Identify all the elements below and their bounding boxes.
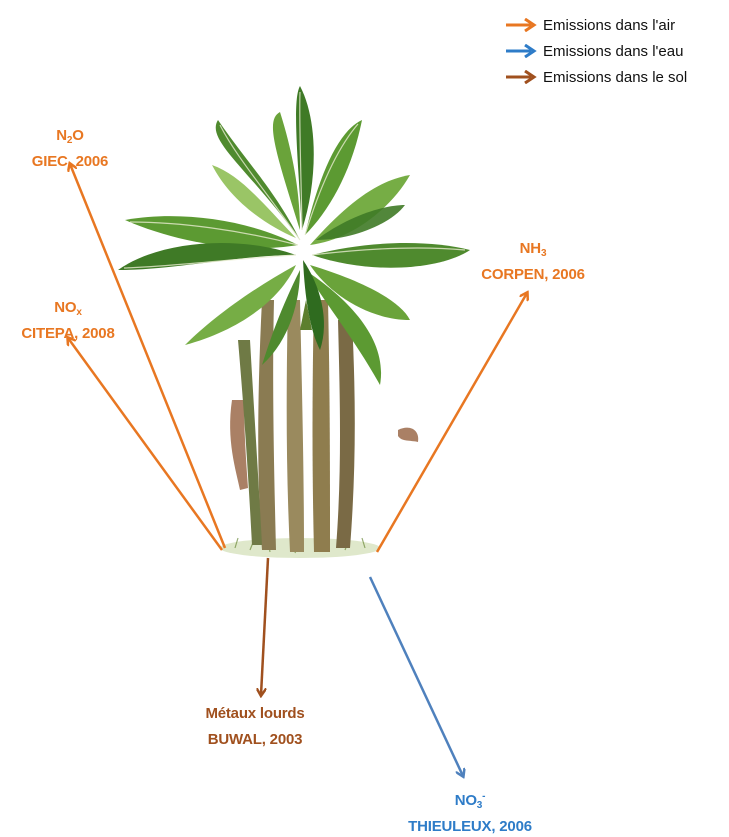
arrow-nox <box>68 338 222 550</box>
blue-arrow-icon <box>505 44 537 58</box>
legend-label-water: Emissions dans l'eau <box>543 43 683 60</box>
legend-item-soil: Emissions dans le sol <box>505 64 687 90</box>
banana-plant-illustration <box>118 86 470 558</box>
metaux-name: Métaux lourds <box>180 701 330 727</box>
metaux-source: BUWAL, 2003 <box>180 727 330 753</box>
legend-label-soil: Emissions dans le sol <box>543 69 687 86</box>
legend-item-air: Emissions dans l'air <box>505 12 687 38</box>
legend-item-water: Emissions dans l'eau <box>505 38 687 64</box>
label-nh3: NH3 CORPEN, 2006 <box>472 238 594 285</box>
n2o-formula: N2O <box>22 125 118 151</box>
label-metaux-lourds: Métaux lourds BUWAL, 2003 <box>180 701 330 753</box>
nh3-formula: NH3 <box>472 238 594 264</box>
nox-formula: NOx <box>8 297 128 323</box>
n2o-source: GIEC, 2006 <box>22 151 118 172</box>
arrow-metaux <box>261 558 268 695</box>
label-n2o: N2O GIEC, 2006 <box>22 125 118 172</box>
arrow-no3 <box>370 577 463 776</box>
legend: Emissions dans l'air Emissions dans l'ea… <box>505 12 687 90</box>
legend-label-air: Emissions dans l'air <box>543 17 675 34</box>
arrow-nh3 <box>377 293 527 552</box>
nh3-source: CORPEN, 2006 <box>472 264 594 285</box>
label-no3: NO3- THIEULEUX, 2006 <box>395 786 545 837</box>
orange-arrow-icon <box>505 18 537 32</box>
label-nox: NOx CITEPA, 2008 <box>8 297 128 344</box>
nox-source: CITEPA, 2008 <box>8 323 128 344</box>
no3-formula: NO3- <box>395 786 545 816</box>
brown-arrow-icon <box>505 70 537 84</box>
